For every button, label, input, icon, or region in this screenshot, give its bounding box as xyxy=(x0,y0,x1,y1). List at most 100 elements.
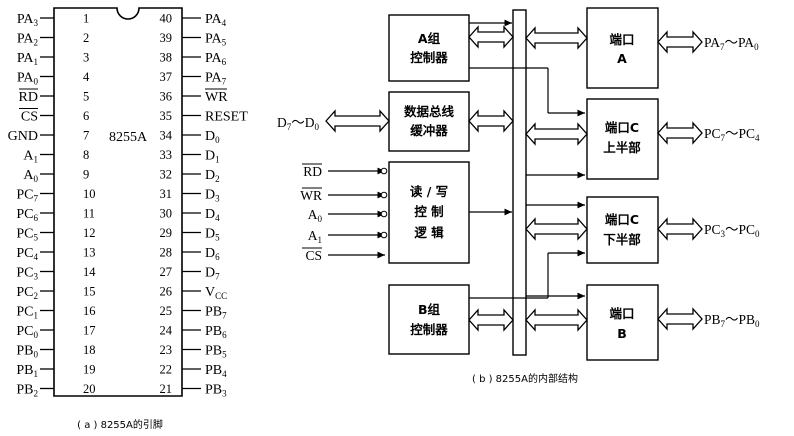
control-input-a0: A0 xyxy=(308,207,388,224)
pin-number: 2 xyxy=(83,31,89,45)
chip.right_pins.13-name: D7 xyxy=(205,266,220,282)
svg-text:端口C: 端口C xyxy=(605,212,639,227)
pin-number: 28 xyxy=(160,246,173,260)
pin-12: 12 PC5 xyxy=(16,226,95,243)
chip.left_pins.10-name: PC6 xyxy=(16,207,38,223)
svg-text:端口: 端口 xyxy=(609,306,634,321)
svg-text:B组: B组 xyxy=(418,302,441,317)
control-input-label: A1 xyxy=(308,228,322,245)
chip.right_pins.16-name: PB6 xyxy=(205,324,227,340)
svg-text:控制器: 控制器 xyxy=(410,50,448,65)
pin-number: 1 xyxy=(83,12,89,26)
pin-number: 39 xyxy=(160,31,173,45)
pin-16: 16 PC1 xyxy=(16,304,95,321)
data-bus-label: D7～D0 xyxy=(277,115,320,132)
input-node xyxy=(380,167,388,175)
pin-number: 17 xyxy=(83,324,96,338)
chip.right_pins.2-name: PA6 xyxy=(205,51,227,67)
pin-number: 37 xyxy=(160,70,173,84)
external-data-bus-arrow xyxy=(325,109,390,133)
pin-number: 25 xyxy=(160,304,173,318)
svg-text:控 制: 控 制 xyxy=(414,204,443,219)
pin-6: 6CS xyxy=(19,108,89,125)
port-b-output-label: PB7～PB0 xyxy=(704,312,760,329)
chip.right_pins.19-name: PB3 xyxy=(205,383,227,399)
pin-number: 36 xyxy=(160,90,173,104)
chip-title: 8255A xyxy=(109,130,148,145)
chip.left_pins.19-name: PB2 xyxy=(16,383,38,399)
svg-text:A: A xyxy=(617,51,627,66)
bus-port-a-arrow xyxy=(525,26,588,50)
pin-number: 10 xyxy=(83,187,96,201)
bus-port-c-upper-arrow xyxy=(525,122,588,146)
port-b-output-arrow xyxy=(657,307,703,331)
group-b-bus-arrow xyxy=(468,308,514,332)
control-input-cs: CS xyxy=(302,247,385,263)
pin-number: 23 xyxy=(160,343,173,357)
control-input-label: A0 xyxy=(308,207,323,224)
pin-21: 21 PB3 xyxy=(160,382,228,399)
pin-number: 22 xyxy=(160,363,173,377)
pin-number: 16 xyxy=(83,304,96,318)
pin-number: 18 xyxy=(83,343,96,357)
pin-number: 19 xyxy=(83,363,96,377)
chip.right_pins.3-name: PA7 xyxy=(205,71,227,87)
chip.right_pins.18-name: PB4 xyxy=(205,363,227,379)
pin-37: 37 PA7 xyxy=(160,70,227,87)
pin-number: 4 xyxy=(83,70,90,84)
chip.right_pins.5-name: RESET xyxy=(205,110,248,125)
svg-text:缓冲器: 缓冲器 xyxy=(410,123,448,138)
port-c-upper-output-label: PC7～PC4 xyxy=(704,126,760,143)
pin-3: 3 PA1 xyxy=(17,51,89,68)
pin-number: 21 xyxy=(160,382,173,396)
svg-text:端口C: 端口C xyxy=(605,120,639,135)
svg-text:B: B xyxy=(617,326,627,341)
internal-structure-caption: ( b ) 8255A的内部结构 xyxy=(472,372,578,385)
svg-text:逻 辑: 逻 辑 xyxy=(414,225,444,240)
chip.left_pins.2-name: PA1 xyxy=(17,51,38,67)
read-write-control-logic: 读 / 写 控 制 逻 辑 xyxy=(388,161,470,264)
port-c-upper-output-arrow xyxy=(657,121,703,145)
chip.left_pins.6-name: GND xyxy=(8,129,38,144)
pin-number: 32 xyxy=(160,168,173,182)
chip.left_pins.11-name: PC5 xyxy=(16,227,38,243)
chip.left_pins.15-name: PC1 xyxy=(16,305,38,321)
bus-port-b-arrow xyxy=(525,308,588,332)
pin-number: 9 xyxy=(83,168,89,182)
pin-number: 12 xyxy=(83,226,96,240)
pin-39: 39 PA5 xyxy=(160,31,227,48)
chip.right_pins.11-name: D5 xyxy=(205,227,220,243)
control-input-wr: WR xyxy=(300,187,388,203)
control-lines xyxy=(469,19,585,300)
chip.right_pins.1-name: PA5 xyxy=(205,32,227,48)
bus-port-c-lower-arrow xyxy=(525,217,588,241)
internal-bus xyxy=(512,9,527,356)
pin-number: 3 xyxy=(83,51,89,65)
chip.left_pins.8-name: A0 xyxy=(23,168,38,184)
svg-text:读 / 写: 读 / 写 xyxy=(410,184,448,199)
pin-number: 33 xyxy=(160,148,173,162)
internal-structure: A组 控制器 数据总线 缓冲器 读 / 写 控 制 逻 辑 B组 控制器 端口 … xyxy=(277,7,760,385)
pin-number: 40 xyxy=(160,12,173,26)
buffer-bus-arrow xyxy=(468,109,514,133)
chip.right_pins.10-name: D4 xyxy=(205,207,220,223)
data-bus-buffer: 数据总线 缓冲器 xyxy=(388,91,470,152)
port-c-upper-block: 端口C 上半部 xyxy=(586,98,659,180)
chip.left_pins.12-name: PC4 xyxy=(16,246,38,262)
chip.right_pins.8-name: D2 xyxy=(205,168,220,184)
port-a-output-arrow xyxy=(657,30,703,54)
